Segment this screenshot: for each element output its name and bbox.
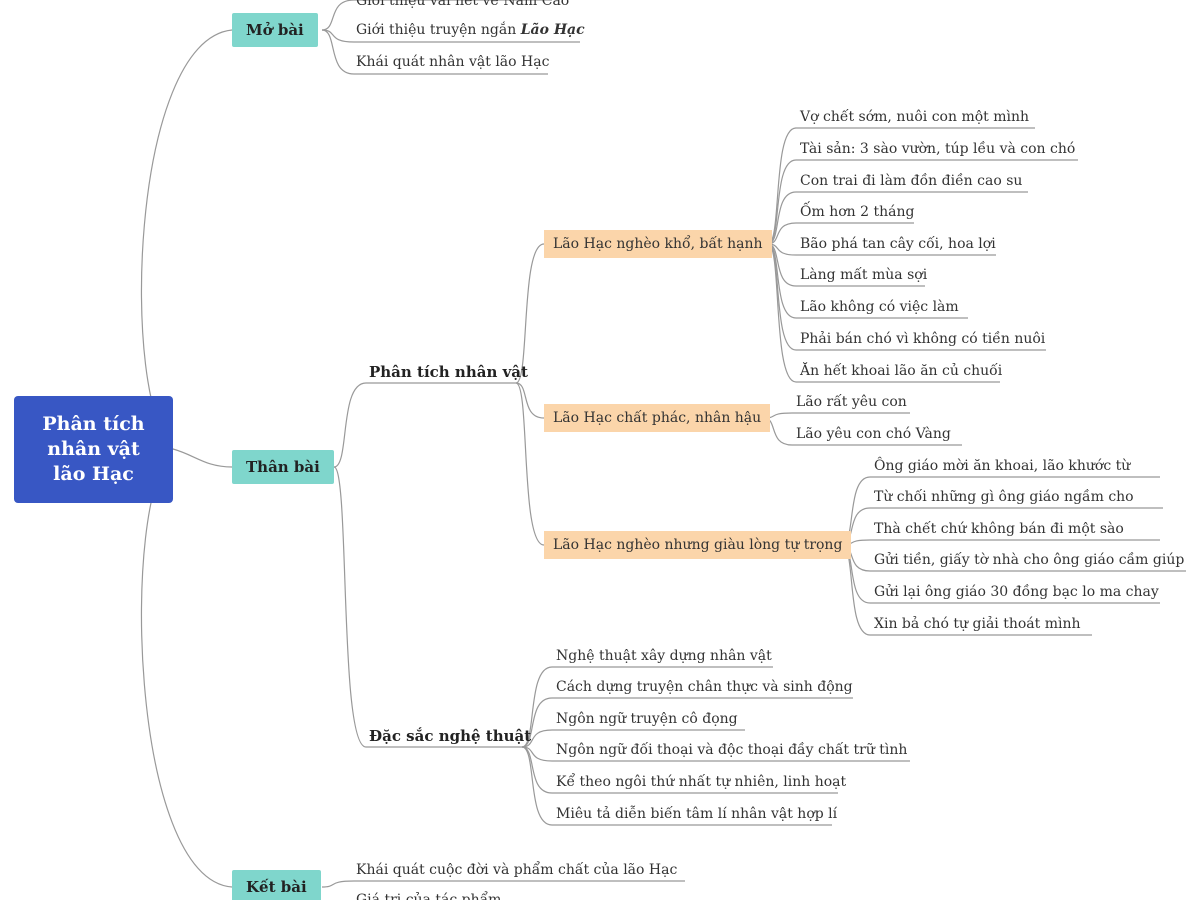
ngheo-kho-item: Tài sản: 3 sào vườn, túp lều và con chó bbox=[800, 141, 1076, 157]
ngheo-kho-item: Ăn hết khoai lão ăn củ chuối bbox=[800, 363, 1003, 379]
section-than-bai[interactable]: Thân bài bbox=[232, 450, 334, 484]
mo-bai-item: Khái quát nhân vật lão Hạc bbox=[356, 54, 550, 70]
link-ngheo-kho-item bbox=[767, 243, 797, 383]
ngheo-kho-item: Bão phá tan cây cối, hoa lợi bbox=[800, 236, 996, 252]
tu-trong-item: Gửi lại ông giáo 30 đồng bạc lo ma chay bbox=[874, 584, 1159, 600]
heading-phan-tich[interactable]: Phân tích nhân vật bbox=[369, 363, 528, 381]
branch-ngheo-kho[interactable]: Lão Hạc nghèo khổ, bất hạnh bbox=[544, 230, 772, 258]
link-root-mo-bai bbox=[140, 29, 233, 450]
link-root-than-bai bbox=[172, 448, 233, 468]
root-node[interactable]: Phân tích nhân vật lão Hạc bbox=[14, 396, 173, 503]
nghe-thuat-item: Miêu tả diễn biến tâm lí nhân vật hợp lí bbox=[556, 806, 838, 822]
tu-trong-item: Xin bả chó tự giải thoát mình bbox=[874, 616, 1081, 632]
ngheo-kho-item: Lão không có việc làm bbox=[800, 299, 959, 315]
section-mo-bai[interactable]: Mở bài bbox=[232, 13, 318, 47]
link-ngheo-kho-item bbox=[767, 191, 797, 245]
link-ngheo-kho-item bbox=[767, 159, 797, 245]
nghe-thuat-item: Ngôn ngữ truyện cô đọng bbox=[556, 711, 738, 727]
ngheo-kho-item: Con trai đi làm đồn điền cao su bbox=[800, 173, 1023, 189]
link-mo-bai-item bbox=[321, 29, 355, 75]
root-line: lão Hạc bbox=[53, 463, 134, 485]
branch-tu-trong[interactable]: Lão Hạc nghèo nhưng giàu lòng tự trọng bbox=[544, 531, 852, 559]
tu-trong-item: Ông giáo mời ăn khoai, lão khước từ bbox=[874, 458, 1131, 474]
ngheo-kho-item: Ốm hơn 2 tháng bbox=[800, 204, 915, 220]
nghe-thuat-item: Cách dựng truyện chân thực và sinh động bbox=[556, 679, 853, 695]
link-nghe-thuat-item bbox=[521, 729, 553, 748]
nghe-thuat-item: Kể theo ngôi thứ nhất tự nhiên, linh hoạ… bbox=[556, 774, 847, 790]
mo-bai-item: Giới thiệu truyện ngắn Lão Hạc bbox=[356, 22, 585, 38]
chat-phac-item: Lão rất yêu con bbox=[796, 394, 907, 410]
nghe-thuat-item: Ngôn ngữ đối thoại và độc thoại đầy chất… bbox=[556, 742, 908, 758]
heading-nghe-thuat[interactable]: Đặc sắc nghệ thuật bbox=[369, 727, 532, 745]
root-line: Phân tích bbox=[42, 413, 145, 435]
ket-bai-item: Khái quát cuộc đời và phẩm chất của lão … bbox=[356, 862, 678, 878]
ngheo-kho-item: Vợ chết sớm, nuôi con một mình bbox=[800, 109, 1030, 125]
ngheo-kho-item: Phải bán chó vì không có tiền nuôi bbox=[800, 331, 1046, 347]
link-nghe-thuat-item bbox=[521, 746, 553, 794]
mo-bai-item: Giới thiệu vài nét về Nam Cao bbox=[356, 0, 570, 9]
link-than-bai-nghe-thuat bbox=[333, 466, 367, 748]
link-nghe-thuat-item bbox=[521, 697, 553, 748]
link-phan-tich-tu-trong bbox=[515, 382, 545, 546]
link-root-ket-bai bbox=[140, 448, 233, 888]
chat-phac-item: Lão yêu con chó Vàng bbox=[796, 426, 951, 442]
link-than-bai-phan-tich bbox=[333, 382, 367, 468]
link-phan-tich-ngheo-kho bbox=[515, 243, 545, 384]
link-ngheo-kho-item bbox=[767, 243, 797, 351]
link-ket-bai-item bbox=[321, 880, 355, 888]
branch-chat-phac[interactable]: Lão Hạc chất phác, nhân hậu bbox=[544, 404, 771, 432]
link-nghe-thuat-item bbox=[521, 746, 553, 826]
link-ngheo-kho-item bbox=[767, 127, 797, 245]
section-ket-bai[interactable]: Kết bài bbox=[232, 870, 321, 900]
tu-trong-item: Gửi tiền, giấy tờ nhà cho ông giáo cầm g… bbox=[874, 552, 1185, 568]
ngheo-kho-item: Làng mất mùa sợi bbox=[800, 267, 928, 283]
tu-trong-item: Từ chối những gì ông giáo ngầm cho bbox=[874, 489, 1134, 505]
link-phan-tich-chat-phac bbox=[515, 382, 545, 419]
link-mo-bai-item bbox=[321, 0, 355, 31]
link-nghe-thuat-item bbox=[521, 666, 553, 748]
nghe-thuat-item: Nghệ thuật xây dựng nhân vật bbox=[556, 648, 772, 664]
work-title: Lão Hạc bbox=[520, 22, 585, 38]
tu-trong-item: Thà chết chứ không bán đi một sào bbox=[874, 521, 1124, 537]
ket-bai-item: Giá trị của tác phẩm bbox=[356, 892, 502, 900]
root-line: nhân vật bbox=[47, 438, 140, 460]
